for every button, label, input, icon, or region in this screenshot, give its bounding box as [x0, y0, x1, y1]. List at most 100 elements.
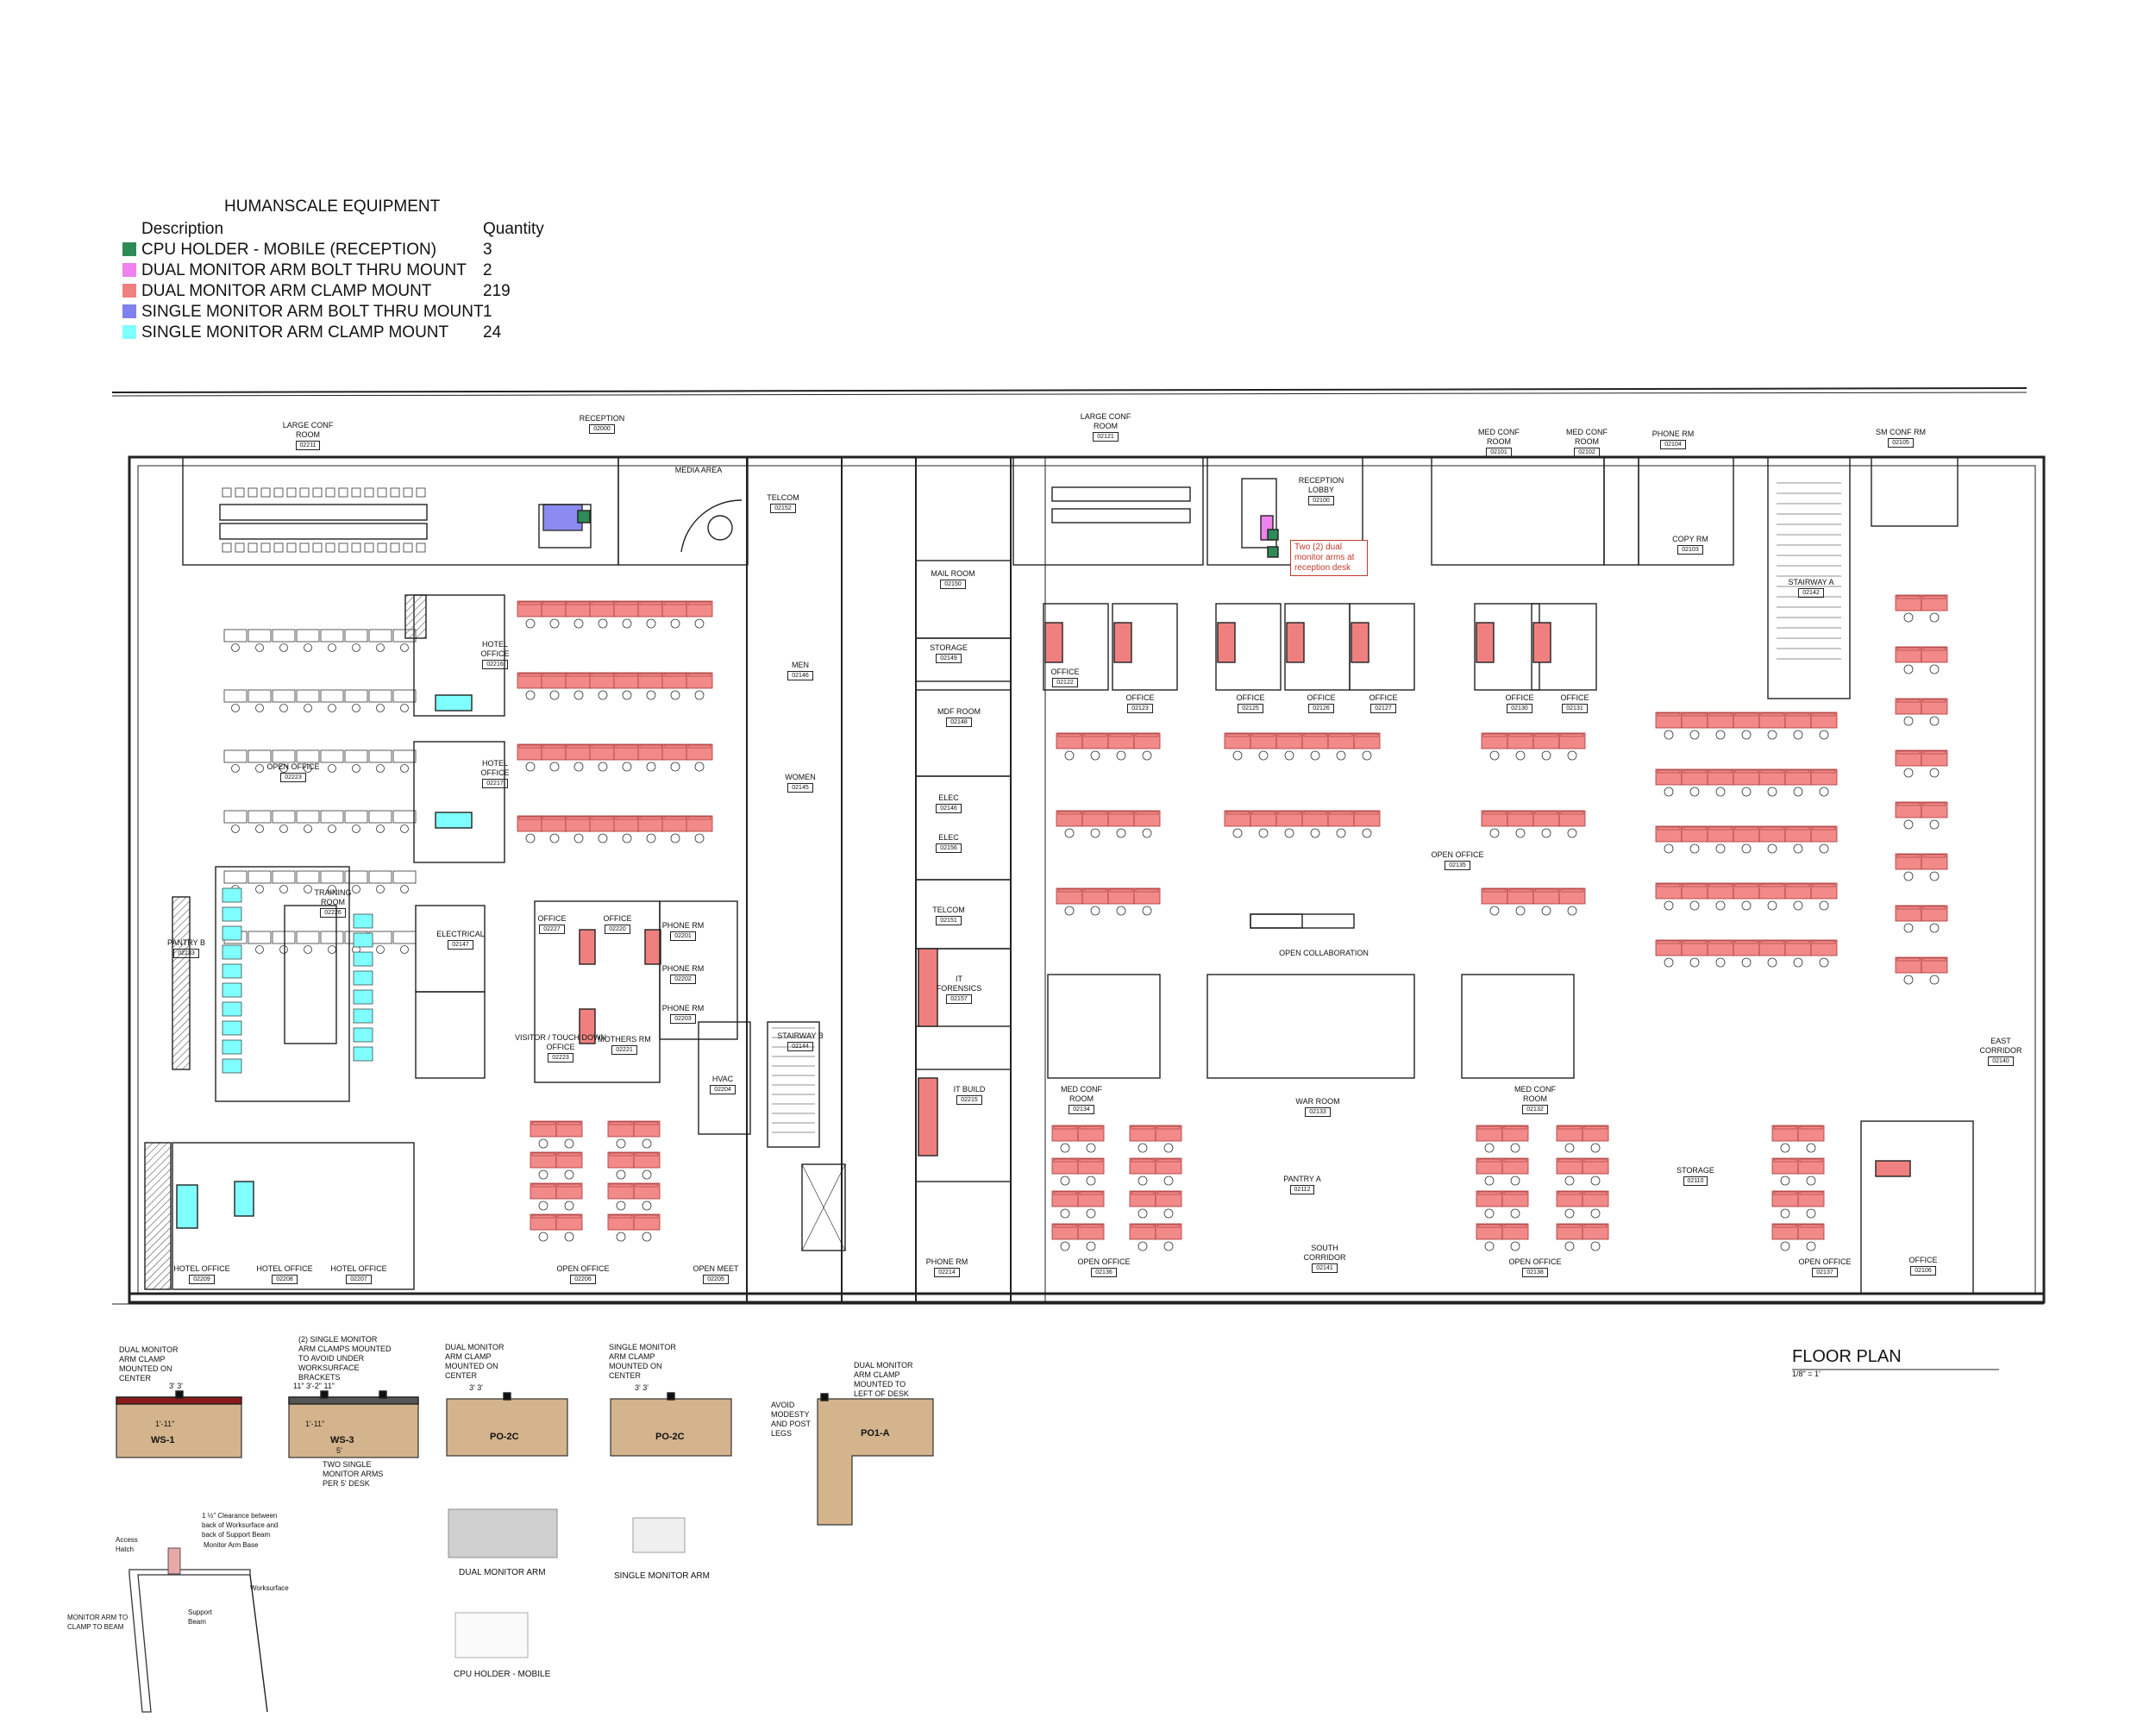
workstation-dual-arm — [1771, 1190, 1799, 1219]
single-monitor-arm-image — [632, 1517, 686, 1553]
room-number: 02127 — [1370, 704, 1396, 713]
workstation-dual-arm — [541, 600, 568, 629]
media-table — [707, 515, 733, 541]
po1a-clamp — [820, 1393, 829, 1401]
room-number: 02103 — [1677, 545, 1703, 555]
workstation-dual-arm — [1476, 1223, 1503, 1251]
office-desk-dual-arm — [579, 1008, 596, 1044]
workstation-dual-arm — [1784, 939, 1812, 968]
room-name: PHONE RM — [661, 921, 705, 930]
cpu-holder — [1267, 529, 1279, 541]
ws1-label: WS-1 — [151, 1435, 175, 1445]
office-desk-dual-arm — [1875, 1160, 1911, 1177]
room-name: EAST CORRIDOR — [1979, 1037, 2022, 1055]
chair — [416, 542, 426, 553]
room-wall — [1860, 1120, 1974, 1295]
legend-item-label: DUAL MONITOR ARM BOLT THRU MOUNT — [141, 261, 467, 279]
office-desk-dual-arm — [1351, 622, 1369, 663]
workstation-dual-arm — [1707, 712, 1734, 740]
hotel-desk-single-arm — [435, 812, 473, 829]
room-name: LARGE CONF ROOM — [282, 421, 334, 439]
workstation-dual-arm — [1558, 732, 1586, 761]
dual-monitor-arm-caption: DUAL MONITOR ARM — [459, 1568, 546, 1577]
section-desk — [128, 1569, 251, 1713]
room-number: 02157 — [946, 994, 972, 1004]
section-access-hatch: Access Hatch — [116, 1536, 138, 1553]
po1a-side-note: AVOID MODESTY AND POST LEGS — [771, 1401, 812, 1438]
po2c-dual-dims: 3' 3' — [469, 1383, 483, 1392]
workstation-dual-arm — [1771, 1223, 1799, 1251]
room-wall — [1431, 456, 1605, 566]
room-number: 02105 — [1888, 438, 1914, 448]
workstation-dual-arm — [686, 672, 713, 700]
chair — [390, 542, 400, 553]
chair — [286, 487, 297, 498]
room-name: WAR ROOM — [1295, 1097, 1340, 1106]
room-name: OFFICE — [1236, 693, 1265, 702]
workstation-dual-arm — [1056, 732, 1083, 761]
workstation-dual-arm — [1353, 732, 1381, 761]
office-desk-dual-arm — [1217, 622, 1236, 663]
workstation-dual-arm — [607, 1182, 635, 1211]
workstation-dual-arm — [1921, 646, 1948, 674]
room-name: OPEN OFFICE — [1431, 850, 1484, 859]
workstation — [296, 810, 320, 834]
room-number: 02136 — [1091, 1268, 1117, 1277]
office-desk-dual-arm — [644, 929, 661, 965]
workstation-dual-arm — [1784, 882, 1812, 911]
po2c-single-dims: 3' 3' — [635, 1383, 649, 1392]
room-name: HVAC — [711, 1075, 734, 1083]
workstation-dual-arm — [1155, 1190, 1182, 1219]
workstation — [296, 629, 320, 653]
room-name: HOTEL OFFICE — [256, 1264, 313, 1273]
room-name: MED CONF ROOM — [1061, 1085, 1102, 1103]
room-name: VISITOR / TOUCH DOWN OFFICE — [514, 1033, 606, 1051]
workstation-dual-arm — [1681, 939, 1708, 968]
office-wall — [1043, 603, 1109, 691]
reception-callout-note: Two (2) dual monitor arms at reception d… — [1290, 540, 1368, 576]
workstation-dual-arm — [1655, 768, 1683, 797]
workstation-dual-arm — [1895, 646, 1922, 674]
conf-table — [219, 523, 428, 540]
workstation-dual-arm — [1077, 1157, 1105, 1186]
workstation-dual-arm — [1275, 810, 1303, 838]
room-wall — [1047, 974, 1161, 1079]
workstation-dual-arm — [555, 1182, 583, 1211]
room-name: IT BUILD — [953, 1085, 986, 1094]
training-tables — [284, 905, 337, 1044]
workstation-dual-arm — [1921, 956, 1948, 985]
chair — [416, 487, 426, 498]
room-wall — [1871, 456, 1959, 527]
room-number: 02138 — [1522, 1268, 1548, 1277]
workstation-dual-arm — [1051, 1125, 1079, 1153]
room-name: ELEC — [938, 833, 959, 842]
workstation — [392, 689, 417, 713]
chair — [312, 542, 323, 553]
workstation-dual-arm — [565, 743, 592, 772]
workstation-dual-arm — [1758, 825, 1786, 854]
room-name: OFFICE — [1125, 693, 1155, 702]
workstation-dual-arm — [1155, 1125, 1182, 1153]
room-number: 02151 — [936, 916, 962, 925]
cpu-holder-image — [454, 1612, 529, 1658]
workstation — [368, 629, 392, 653]
workstation — [320, 689, 344, 713]
room-name: OFFICE — [1505, 693, 1534, 702]
workstation — [272, 689, 296, 713]
training-desk-single-arm — [222, 963, 242, 979]
